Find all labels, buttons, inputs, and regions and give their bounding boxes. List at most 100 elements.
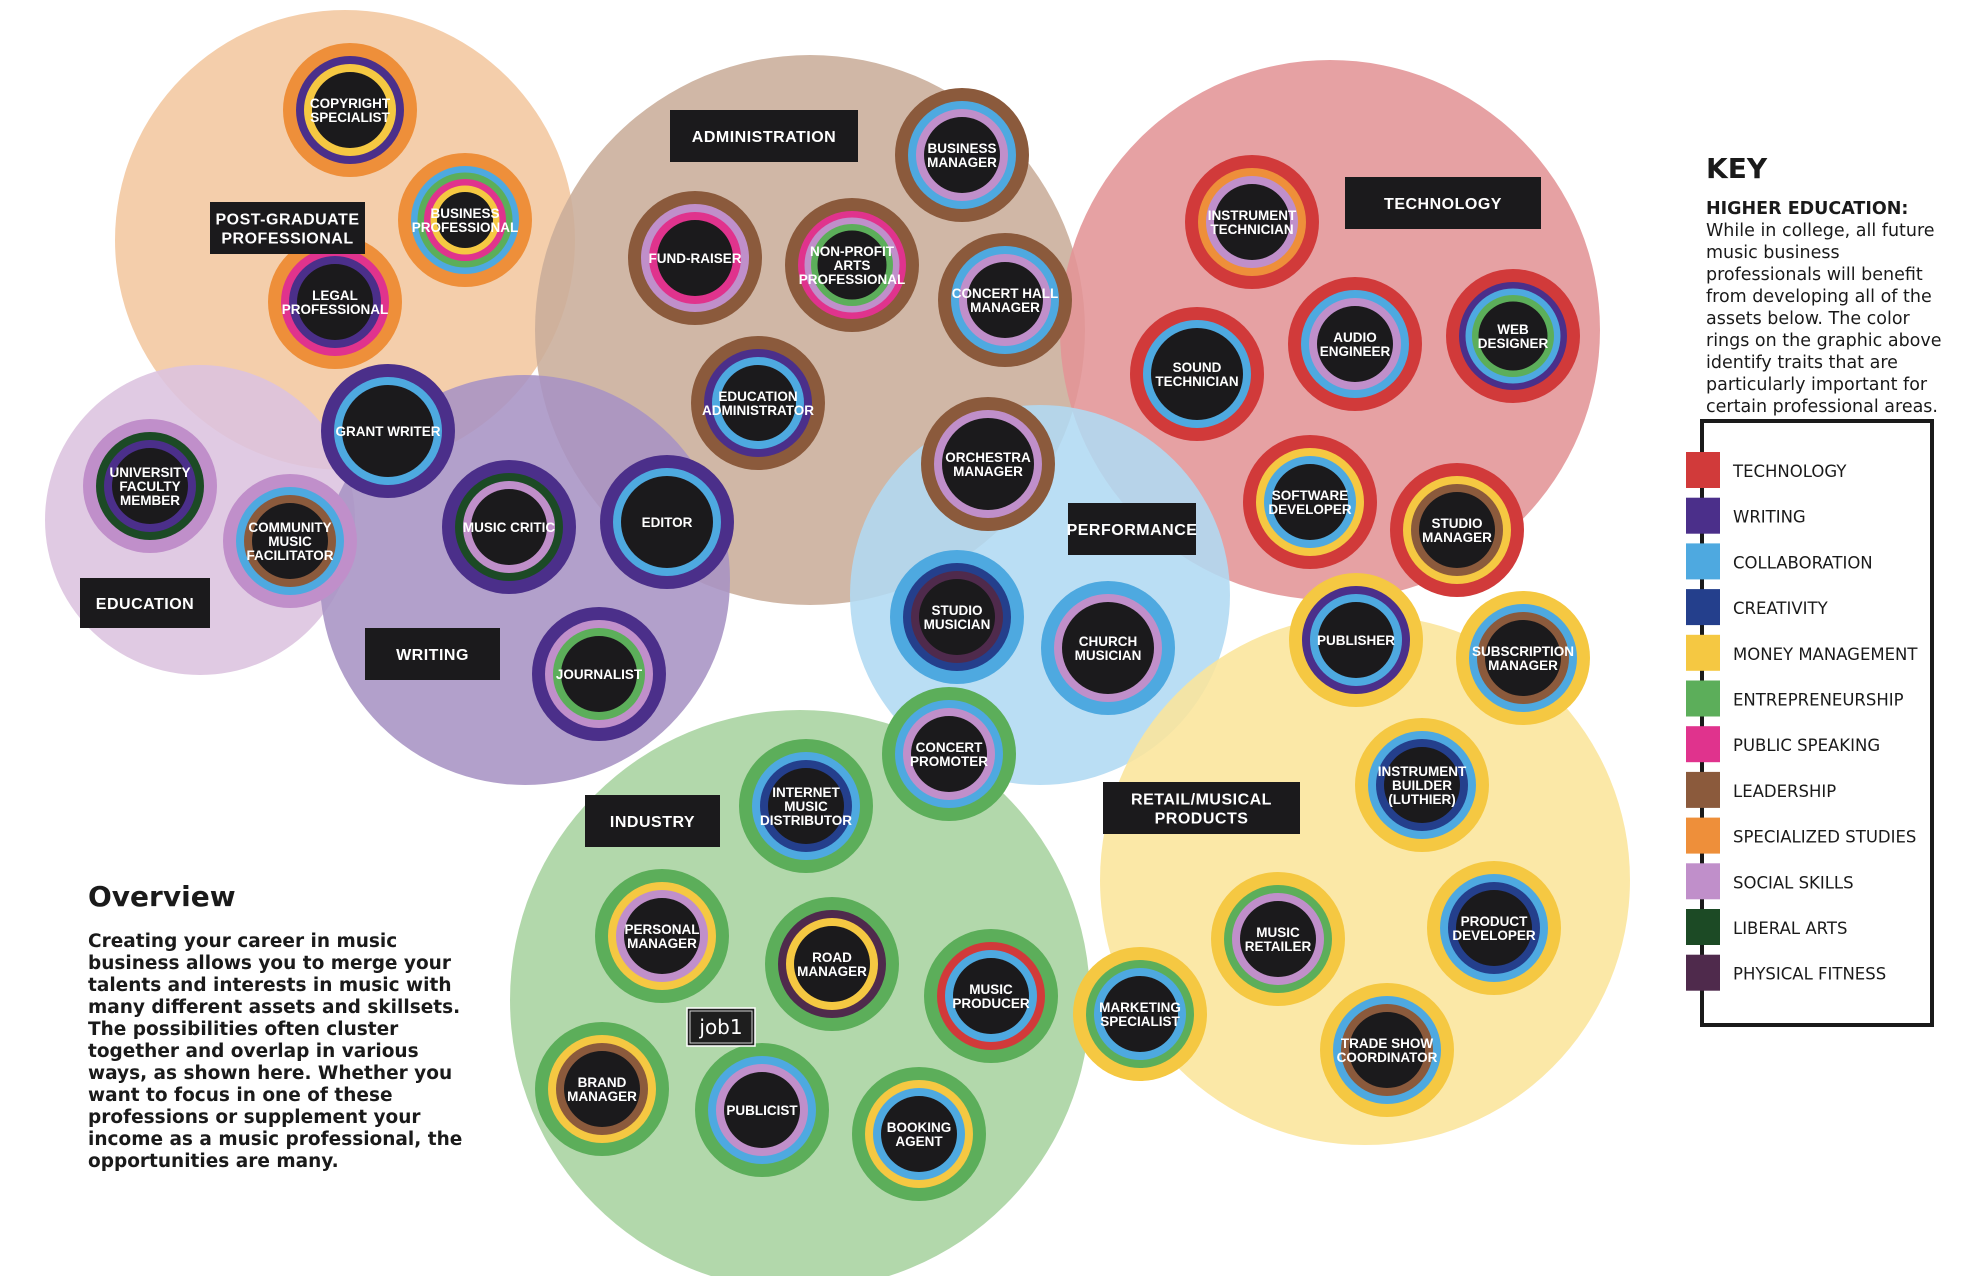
key-item-label: PHYSICAL FITNESS (1733, 965, 1886, 984)
key-item-money-management: MONEY MANAGEMENT (1686, 634, 1918, 671)
key-swatch (1686, 680, 1720, 717)
job-label: COORDINATOR (1337, 1050, 1438, 1065)
job-label: BOOKING (887, 1120, 952, 1135)
job-label: MANAGER (567, 1089, 637, 1104)
job1-marker[interactable]: job1 (686, 1007, 756, 1047)
job-label: PROMOTER (910, 754, 988, 769)
job-label: MANAGER (927, 155, 997, 170)
area-label-text: INDUSTRY (610, 814, 695, 831)
job-label: BUILDER (1392, 778, 1452, 793)
job-label: SUBSCRIPTION (1472, 644, 1574, 659)
job-core (312, 72, 388, 148)
overview-section: Overview Creating your career in music b… (88, 880, 468, 1173)
job-publicist[interactable]: PUBLICIST (695, 1043, 829, 1177)
job-label: ORCHESTRA (945, 450, 1031, 465)
key-item-technology: TECHNOLOGY (1686, 452, 1847, 488)
job-label: CONCERT HALL (952, 286, 1059, 301)
key-description: HIGHER EDUCATION: While in college, all … (1706, 198, 1956, 418)
job-label: MANAGER (1422, 530, 1492, 545)
key-item-label: LEADERSHIP (1733, 782, 1836, 801)
job-fund-raiser[interactable]: FUND-RAISER (628, 191, 762, 325)
job-label: MUSICIAN (924, 617, 991, 632)
area-label-text: ADMINISTRATION (692, 129, 836, 146)
job-core (1214, 184, 1290, 260)
job-label: CONCERT (916, 740, 984, 755)
key-item-label: COLLABORATION (1733, 553, 1873, 572)
job-core (1318, 602, 1394, 678)
job-core (437, 192, 493, 248)
job-core (1062, 602, 1154, 694)
key-item-label: PUBLIC SPEAKING (1733, 736, 1880, 755)
key-swatch (1686, 497, 1720, 534)
job-publisher[interactable]: PUBLISHER (1289, 573, 1423, 707)
key-item-label: TECHNOLOGY (1732, 462, 1847, 481)
key-item-entrepreneurship: ENTREPRENEURSHIP (1686, 680, 1904, 717)
job-label: EDITOR (642, 515, 693, 530)
key-item-public-speaking: PUBLIC SPEAKING (1686, 726, 1880, 763)
area-label-text: RETAIL/MUSICAL (1131, 792, 1272, 809)
job-label: MANAGER (797, 964, 867, 979)
job-journalist[interactable]: JOURNALIST (532, 607, 666, 741)
job-label: AGENT (895, 1134, 943, 1149)
key-item-label: LIBERAL ARTS (1733, 919, 1847, 938)
job-label: PROFESSIONAL (282, 302, 389, 317)
job-label: COPYRIGHT (310, 96, 391, 111)
job-label: STUDIO (931, 603, 982, 618)
job-core (911, 716, 987, 792)
job-label: MANAGER (1488, 658, 1558, 673)
job-label: FACILITATOR (247, 548, 334, 563)
job-label: PROFESSIONAL (799, 272, 906, 287)
key-swatch (1686, 589, 1720, 626)
job-grant-writer[interactable]: GRANT WRITER (321, 364, 455, 498)
key-item-writing: WRITING (1686, 497, 1806, 534)
job-label: TECHNICIAN (1155, 374, 1238, 389)
job-label: PUBLISHER (1317, 633, 1395, 648)
job-label: INTERNET (772, 785, 840, 800)
job-label: PROFESSIONAL (412, 220, 519, 235)
job-label: PRODUCER (952, 996, 1030, 1011)
job-label: UNIVERSITY (109, 465, 190, 480)
job-core (1478, 301, 1548, 371)
job-editor[interactable]: EDITOR (600, 455, 734, 589)
job-music-critic[interactable]: MUSIC CRITIC (442, 460, 576, 594)
key-swatch (1686, 726, 1720, 763)
job-label: MANAGER (627, 936, 697, 951)
job-core (112, 448, 188, 524)
job-label: LEGAL (312, 288, 358, 303)
job-label: BRAND (578, 1075, 627, 1090)
